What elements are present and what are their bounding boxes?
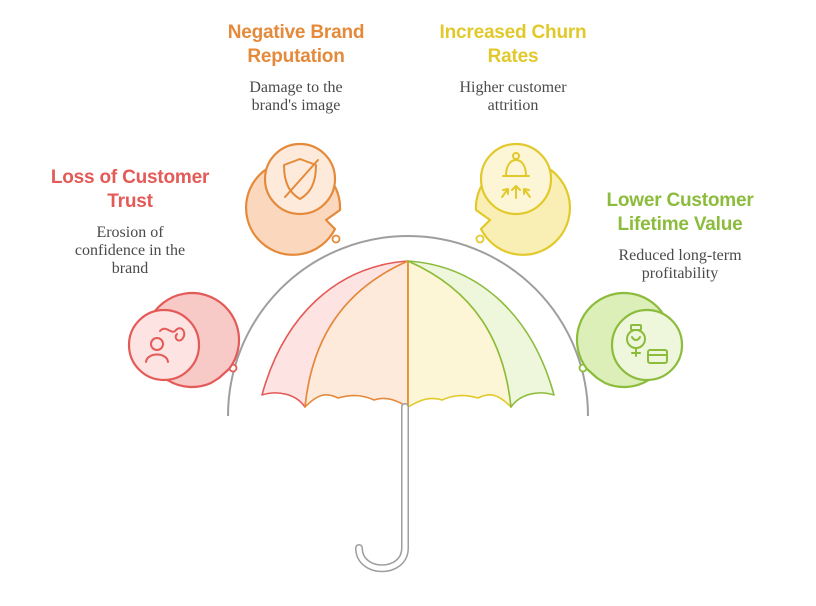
- desc-customer-trust: Erosion of confidence in the brand: [30, 224, 230, 278]
- title-line: Increased Churn: [439, 22, 587, 43]
- desc-line: Higher customer: [459, 79, 567, 96]
- desc-line: Erosion of: [96, 224, 164, 241]
- label-brand-reputation: Negative Brand Reputation Damage to the …: [196, 21, 396, 115]
- desc-line: brand: [111, 260, 149, 277]
- desc-line: Damage to the: [249, 79, 343, 96]
- title-lifetime-value: Lower Customer Lifetime Value: [580, 189, 780, 237]
- title-line: Lifetime Value: [617, 214, 743, 235]
- title-line: Loss of Customer: [50, 167, 210, 188]
- desc-brand-reputation: Damage to the brand's image: [196, 79, 396, 115]
- title-line: Reputation: [247, 46, 345, 67]
- canopy-segment-green: [407, 260, 555, 408]
- desc-line: Reduced long-term: [618, 247, 742, 264]
- title-line: Lower Customer: [606, 190, 754, 211]
- shield-slash-icon: [283, 158, 319, 200]
- badge-customer-trust: [127, 291, 241, 389]
- connector-dot-orange: [331, 234, 341, 244]
- title-line: Trust: [107, 191, 153, 212]
- watch-card-icon: [626, 324, 668, 364]
- desc-line: attrition: [487, 97, 539, 114]
- title-churn-rates: Increased Churn Rates: [413, 21, 613, 69]
- label-customer-trust: Loss of Customer Trust Erosion of confid…: [30, 166, 230, 278]
- umbrella-handle-inner: [356, 404, 408, 571]
- label-lifetime-value: Lower Customer Lifetime Value Reduced lo…: [580, 189, 780, 283]
- connector-dot-yellow: [475, 234, 485, 244]
- desc-line: profitability: [641, 265, 719, 282]
- desc-line: brand's image: [251, 97, 341, 114]
- badge-brand-reputation: [244, 142, 342, 256]
- canopy-segment-orange: [304, 260, 409, 408]
- outer-arc: [227, 235, 589, 417]
- bell-arrows-icon: [501, 152, 531, 199]
- umbrella-handle: [355, 403, 409, 573]
- desc-churn-rates: Higher customer attrition: [413, 79, 613, 115]
- person-squiggle-icon: [145, 327, 186, 363]
- label-churn-rates: Increased Churn Rates Higher customer at…: [413, 21, 613, 115]
- title-line: Negative Brand: [227, 22, 365, 43]
- badge-lifetime-value: [575, 291, 684, 389]
- badge-churn-rates: [474, 142, 572, 256]
- title-line: Rates: [487, 46, 539, 67]
- desc-line: confidence in the: [74, 242, 186, 259]
- title-customer-trust: Loss of Customer Trust: [30, 166, 230, 214]
- title-brand-reputation: Negative Brand Reputation: [196, 21, 396, 69]
- desc-lifetime-value: Reduced long-term profitability: [580, 247, 780, 283]
